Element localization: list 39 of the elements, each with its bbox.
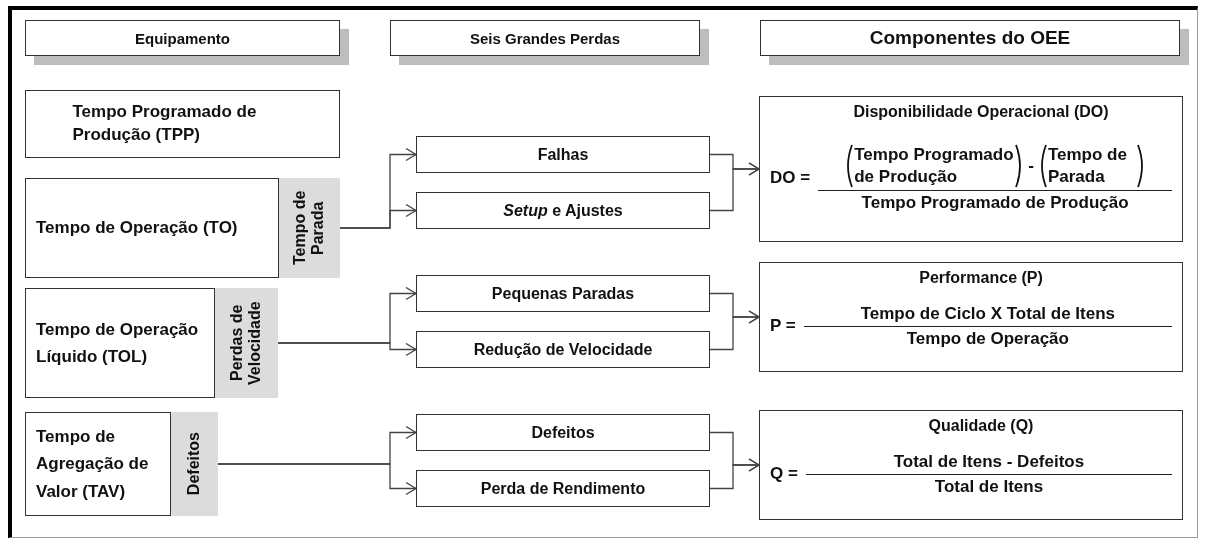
formula-numerator: Total de Itens - Defeitos [893, 451, 1085, 472]
loss-tab: Defeitos [169, 411, 218, 516]
loss-tab: Perdas de Velocidade [213, 287, 278, 398]
loss-box: Defeitos [416, 414, 710, 451]
time-box [25, 288, 278, 398]
arrow [277, 342, 417, 357]
loss-box: Redução de Velocidade [416, 331, 710, 368]
formula-lhs: P = [770, 316, 796, 336]
arrow [709, 458, 760, 490]
loss-box: Setup e Ajustes [416, 192, 710, 229]
formula-lhs: DO = [770, 168, 811, 188]
minus-sign: - [1028, 155, 1034, 176]
loss-box: Perda de Rendimento [416, 470, 710, 507]
formula-denominator: Tempo Programado de Produção [861, 191, 1129, 213]
formula-title: Disponibilidade Operacional (DO) [852, 103, 1110, 121]
loss-box: Pequenas Paradas [416, 275, 710, 312]
arrow [709, 310, 760, 351]
time-box: Tempo Programado de Produção (TPP) [25, 90, 340, 158]
loss-tab: Tempo de Parada [277, 177, 340, 278]
formula-term: Tempo Programado de Produção [854, 144, 1015, 187]
box-label: Tempo de Operação Líquido (TOL) [36, 318, 200, 368]
time-box [25, 412, 218, 516]
formula-title: Performance (P) [918, 269, 1044, 287]
loss-box: Falhas [416, 136, 710, 173]
formula-box [759, 96, 1183, 242]
formula-box [759, 262, 1183, 372]
formula-numerator: Tempo de Ciclo X Total de Itens [860, 303, 1116, 324]
formula-title: Qualidade (Q) [927, 417, 1035, 435]
formula-term: Tempo de Parada [1047, 144, 1128, 187]
arrow [709, 162, 760, 212]
arrow [217, 463, 417, 496]
time-box [25, 178, 340, 278]
formula-denominator: Tempo de Operação [906, 327, 1069, 349]
box-label: Tempo de Agregação de Valor (TAV) [36, 426, 149, 503]
box-label: Tempo de Operação (TO) [36, 217, 239, 240]
formula-denominator: Total de Itens [934, 475, 1044, 497]
formula-box [759, 410, 1183, 520]
formula-lhs: Q = [770, 464, 798, 484]
arrow [339, 203, 417, 229]
